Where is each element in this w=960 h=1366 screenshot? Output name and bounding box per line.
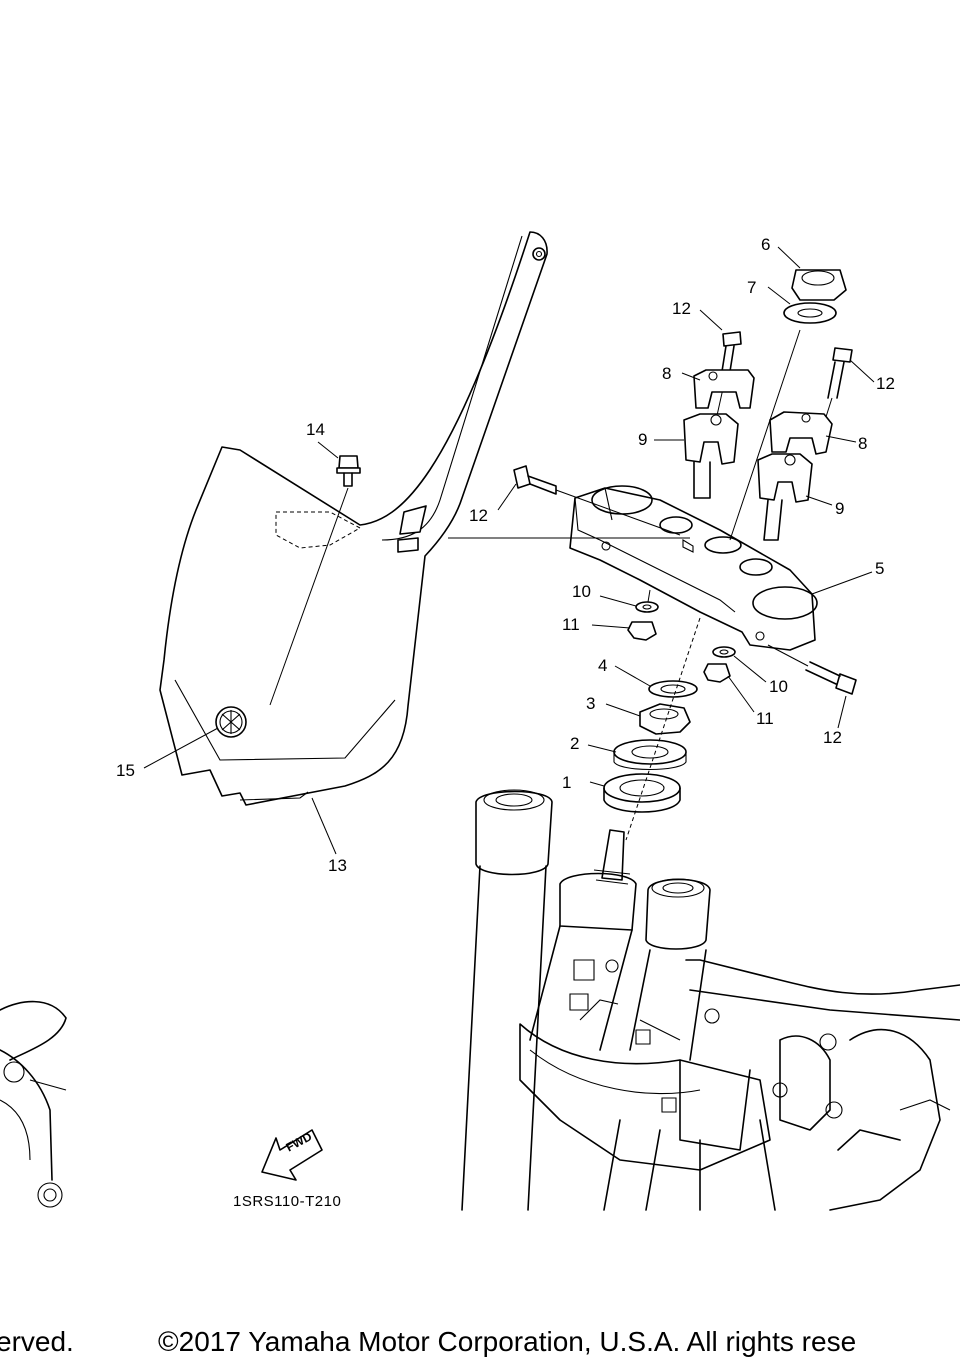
bolt-12-top-right	[824, 347, 853, 421]
figure-code: 1SRS110-T210	[233, 1193, 342, 1210]
bolt-12-bottom-right	[767, 644, 857, 695]
handlebar-holder-upper-right	[769, 411, 833, 455]
callout-8-left: 8	[662, 364, 672, 383]
handlebar-holder-lower-left	[683, 413, 739, 499]
callout-5: 5	[875, 559, 885, 578]
footer-left-fragment: erved.	[0, 1326, 74, 1357]
washer-4	[648, 680, 698, 698]
callout-12-bottom: 12	[823, 728, 842, 747]
callout-10-right: 10	[769, 677, 788, 696]
callout-10-left: 10	[572, 582, 591, 601]
callout-7: 7	[747, 278, 757, 297]
callout-9-left: 9	[638, 430, 648, 449]
callout-9-right: 9	[835, 499, 845, 518]
nut-11-left	[627, 621, 657, 641]
callout-15: 15	[116, 761, 135, 780]
callout-6: 6	[761, 235, 771, 254]
handlebar-holder-upper-left	[693, 369, 755, 409]
number-plate	[159, 231, 548, 806]
callout-11-right: 11	[756, 709, 774, 728]
handlebar-holder-lower-right	[757, 453, 813, 541]
nut-11-right	[703, 663, 731, 683]
callout-1: 1	[562, 773, 572, 792]
washer-10-right	[712, 646, 736, 658]
bearing-1	[603, 773, 681, 813]
callout-12-left: 12	[469, 506, 488, 525]
callout-leaders	[143, 246, 875, 855]
dust-seal-2	[613, 739, 687, 771]
upper-bracket	[569, 485, 818, 651]
callout-8-right: 8	[858, 434, 868, 453]
callout-12-top-left: 12	[672, 299, 691, 318]
yamaha-emblem	[215, 706, 247, 738]
screw-14	[269, 455, 361, 706]
callout-2: 2	[570, 734, 580, 753]
copyright-text: ©2017 Yamaha Motor Corporation, U.S.A. A…	[158, 1326, 857, 1357]
washer-10-left	[635, 601, 659, 613]
steering-nut	[791, 269, 847, 301]
callout-11-left: 11	[562, 615, 580, 634]
callout-14: 14	[306, 420, 325, 439]
washer-7	[783, 302, 837, 324]
callout-4: 4	[598, 656, 608, 675]
front-fork-assembly	[461, 789, 960, 1211]
callout-3: 3	[586, 694, 596, 713]
ring-nut-3	[639, 703, 691, 735]
left-frame-partial	[0, 1000, 67, 1208]
bolt-12-left	[513, 465, 681, 536]
callout-12-top-right: 12	[876, 374, 895, 393]
callout-13: 13	[328, 856, 347, 875]
fwd-arrow	[261, 1129, 323, 1181]
copyright-footer: erved. ©2017 Yamaha Motor Corporation, U…	[0, 1322, 960, 1366]
